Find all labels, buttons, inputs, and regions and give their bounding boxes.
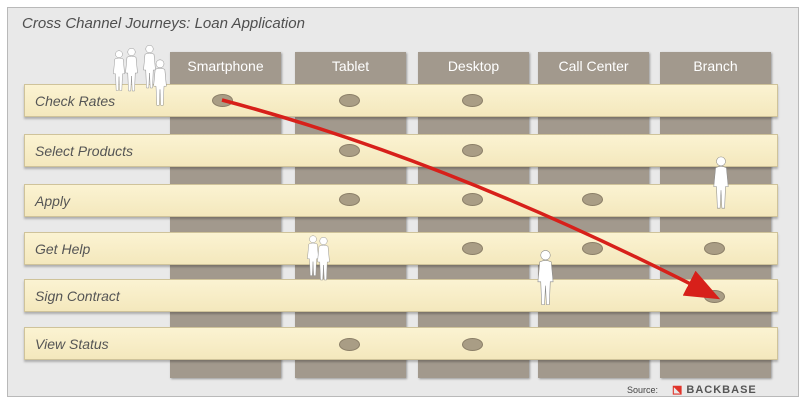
step-label: Check Rates [35,93,116,109]
journey-arrow [221,98,721,300]
channel-label: Branch [693,58,738,74]
person-icon [143,44,156,89]
channel-label: Call Center [558,58,629,74]
touchpoint-dot [462,338,483,351]
touchpoint-dot [339,338,360,351]
person-icon [537,249,554,306]
diagram-title: Cross Channel Journeys: Loan Application [22,15,305,32]
person-icon [713,156,729,209]
touchpoint-dot [462,242,483,255]
touchpoint-dot [339,193,360,206]
step-label: Sign Contract [35,288,120,304]
touchpoint-dot [339,144,360,157]
touchpoint-dot [462,144,483,157]
step-band [24,232,778,265]
person-icon [317,236,330,281]
brand-name: BACKBASE [686,384,757,396]
touchpoint-dot [704,242,725,255]
person-icon [113,50,125,91]
step-band [24,134,778,167]
touchpoint-dot [462,94,483,107]
person-icon [125,47,138,92]
backbase-logo: ⬔BACKBASE [672,383,757,396]
step-band [24,184,778,217]
people-group-smartphone [113,44,167,106]
touchpoint-dot [582,193,603,206]
people-group-tablet [306,235,330,281]
channel-label: Desktop [447,58,500,74]
touchpoint-dot [462,193,483,206]
touchpoint-dot [339,94,360,107]
step-label: Select Products [35,143,134,159]
person-icon [306,235,320,277]
step-label: Get Help [35,241,91,257]
source-label: Source: [627,385,659,395]
step-band [24,279,778,312]
touchpoint-dot [582,242,603,255]
backbase-logo-icon: ⬔ [672,384,684,396]
step-band [24,84,778,117]
step-label: Apply [35,193,71,209]
step-label: View Status [35,336,109,352]
person-icon [153,59,167,106]
channel-label: Tablet [331,58,370,74]
step-band [24,327,778,360]
channel-label: Smartphone [187,58,264,74]
